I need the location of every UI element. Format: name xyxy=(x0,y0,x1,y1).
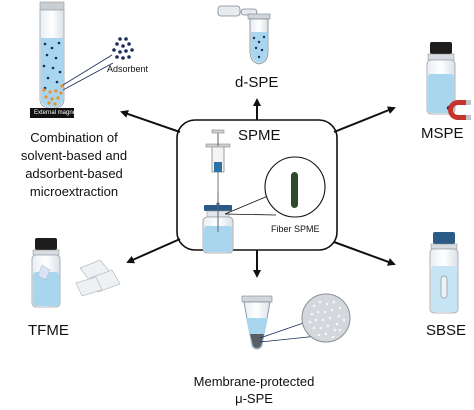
combination-label-line-2: solvent-based and xyxy=(20,148,128,163)
sbse-label: SBSE xyxy=(426,322,467,339)
combination-label-line-3: adsorbent-based xyxy=(25,166,123,181)
arrow-to-tfme xyxy=(126,238,181,264)
syringe-icon xyxy=(205,129,231,206)
tfme-label: TFME xyxy=(28,322,69,339)
membrane-tube-icon xyxy=(241,295,273,350)
tfme-vial-icon xyxy=(31,238,61,308)
spme-vial-icon xyxy=(202,192,234,254)
external-magnet-label: External magnet xyxy=(34,110,78,116)
fiber-zoom-icon xyxy=(224,156,326,218)
membrane-label-line-2: μ-SPE xyxy=(235,391,273,406)
arrow-to-combination xyxy=(120,110,181,133)
sbse-vial-icon xyxy=(429,232,459,314)
dspe-tube-icon xyxy=(217,5,271,65)
mspe-vial-icon xyxy=(426,42,456,115)
center-title: SPME xyxy=(238,127,281,144)
fiber-spme-label: Fiber SPME xyxy=(271,224,320,234)
combination-label-line-4: microextraction xyxy=(29,184,119,199)
dspe-label: d-SPE xyxy=(235,74,279,91)
adsorbent-label: Adsorbent xyxy=(107,64,149,74)
combination-label-line-1: Combination of xyxy=(30,130,118,145)
magnet-icon xyxy=(448,100,471,120)
thin-film-icon xyxy=(75,259,121,297)
adsorbent-cluster-icon xyxy=(62,37,134,91)
membrane-label-line-1: Membrane-protected xyxy=(193,374,315,389)
arrow-to-mspe xyxy=(333,106,396,133)
arrow-to-sbse xyxy=(333,241,396,266)
arrows xyxy=(120,98,396,278)
mspe-label: MSPE xyxy=(421,125,464,142)
test-tube-icon xyxy=(30,1,74,118)
membrane-zoom-icon xyxy=(259,293,351,343)
